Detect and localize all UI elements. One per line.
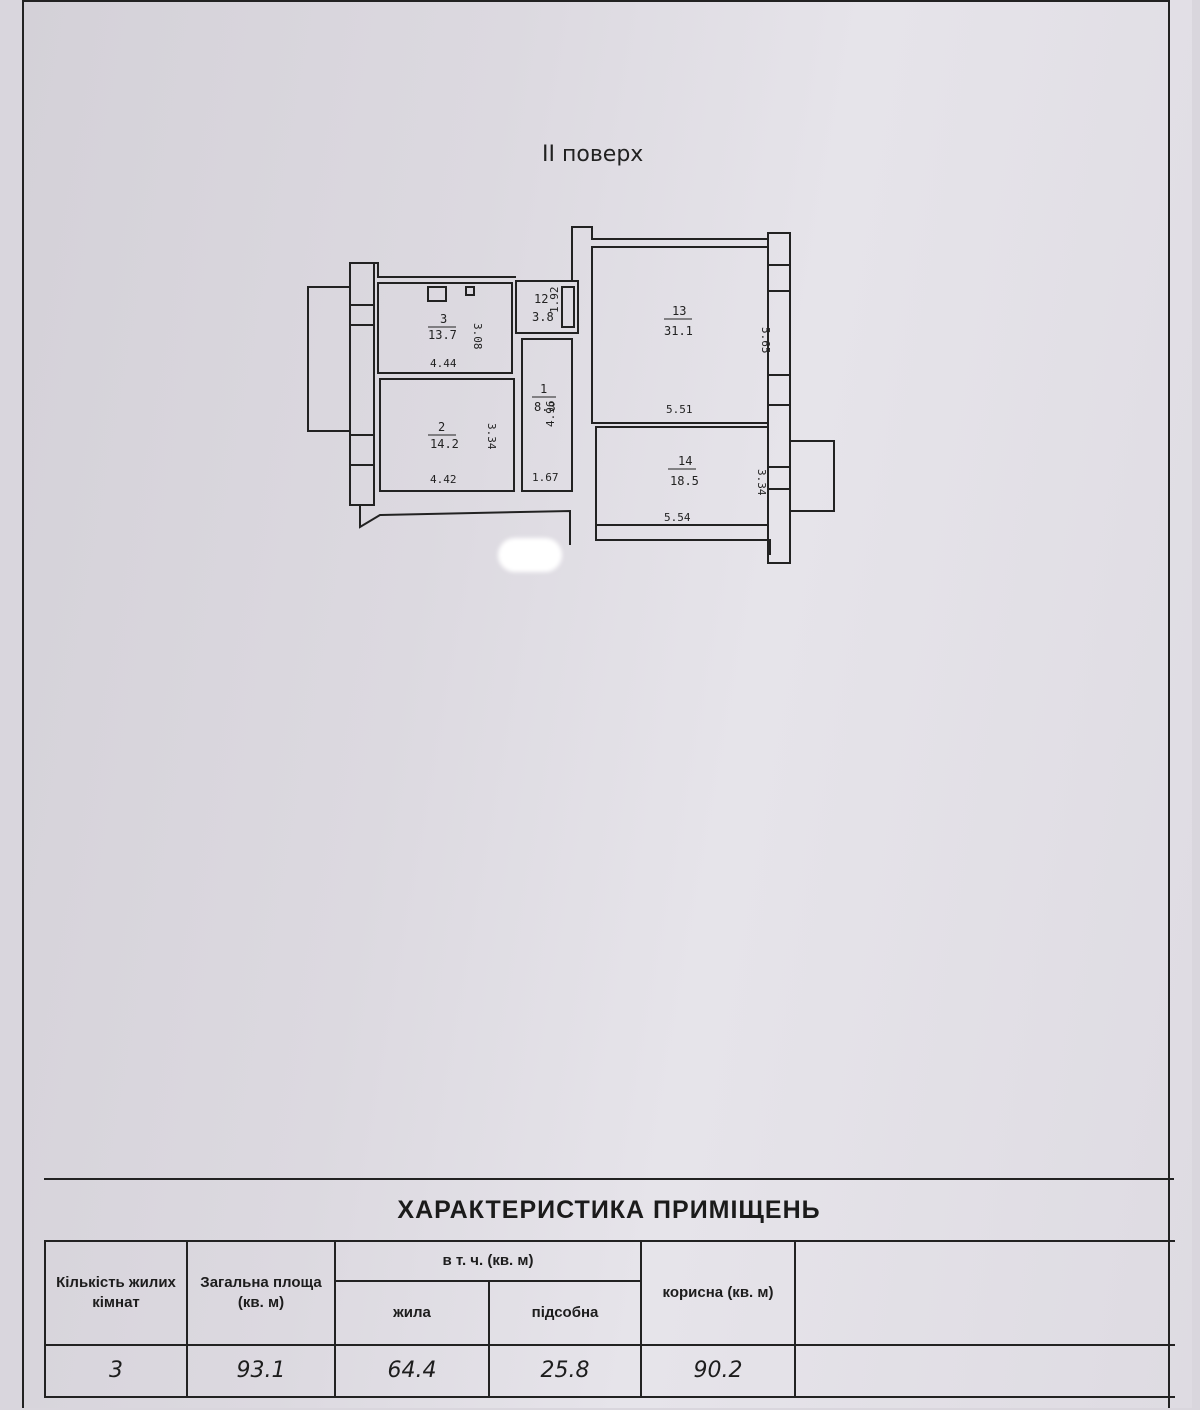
redaction-mark	[498, 538, 562, 572]
sink-icon	[465, 286, 475, 296]
room-14-area: 18.5	[670, 474, 699, 488]
room-2-number: 2	[438, 420, 445, 434]
balcony-right	[789, 440, 835, 512]
room-3-number: 3	[440, 312, 447, 326]
room-3	[377, 282, 513, 374]
wall-bottom-left	[359, 505, 571, 545]
stove-icon	[427, 286, 447, 302]
room-14-dim-2: 5.54	[664, 511, 691, 524]
room-1-number: 1	[540, 382, 547, 396]
wall-top-right	[571, 226, 768, 281]
room-2-dim-1: 3.34	[485, 423, 498, 450]
room-12-dim-1: 1.92	[548, 287, 561, 314]
wall-top-left	[350, 262, 516, 278]
room-1-dim-2: 1.67	[532, 471, 559, 484]
value-rooms-count: 3	[44, 1344, 188, 1398]
room-12-area: 3.8	[532, 310, 554, 324]
room-1-dim-1: 4.96	[544, 401, 557, 428]
document-sheet	[22, 0, 1192, 1408]
header-living: жила	[334, 1280, 490, 1346]
header-useful: корисна (кв. м)	[640, 1240, 797, 1346]
value-auxiliary: 25.8	[487, 1344, 643, 1398]
value-living: 64.4	[334, 1344, 490, 1398]
room-12-number: 12	[534, 292, 548, 306]
wall-left	[349, 262, 375, 506]
room-1-area: 8.3	[534, 400, 556, 414]
value-empty	[794, 1344, 1176, 1398]
room-2-area: 14.2	[430, 437, 459, 451]
wall-bottom-right	[595, 525, 771, 555]
room-3-dim-2: 4.44	[430, 357, 457, 370]
wall-right	[767, 232, 791, 564]
characteristics-title: ХАРАКТЕРИСТИКА ПРИМІЩЕНЬ	[397, 1196, 821, 1224]
room-13-area: 31.1	[664, 324, 693, 338]
floor-plan: 3 13.7 3.08 4.44 2 14.2 3.34 4.42 12 3.8…	[307, 226, 835, 564]
room-13-number: 13	[672, 304, 686, 318]
room-2	[379, 378, 515, 492]
characteristics-block: ХАРАКТЕРИСТИКА ПРИМІЩЕНЬ Кількість жилих…	[44, 1178, 1176, 1410]
header-rooms-count: Кількість жилих кімнат	[44, 1240, 188, 1346]
floor-title: II поверх	[542, 142, 644, 167]
room-3-area: 13.7	[428, 328, 457, 342]
bathtub	[561, 286, 575, 328]
room-2-dim-2: 4.42	[430, 473, 457, 486]
room-14-dim-1: 3.34	[755, 469, 768, 496]
room-13-dim-2: 5.51	[666, 403, 693, 416]
room-13-dim-1: 5.65	[759, 327, 772, 354]
header-total-area: Загальна площа (кв. м)	[186, 1240, 336, 1346]
room-12	[515, 280, 579, 334]
drawing-frame	[22, 0, 1170, 1408]
characteristics-table: Кількість жилих кімнат Загальна площа (к…	[44, 1240, 1176, 1398]
room-3-dim-1: 3.08	[471, 323, 484, 350]
value-total-area: 93.1	[186, 1344, 336, 1398]
value-useful: 90.2	[640, 1344, 797, 1398]
balcony-left	[307, 286, 351, 432]
header-auxiliary: підсобна	[487, 1280, 643, 1346]
room-1	[521, 338, 573, 492]
header-empty	[794, 1240, 1176, 1346]
room-14-number: 14	[678, 454, 692, 468]
header-including: в т. ч. (кв. м)	[333, 1240, 643, 1282]
